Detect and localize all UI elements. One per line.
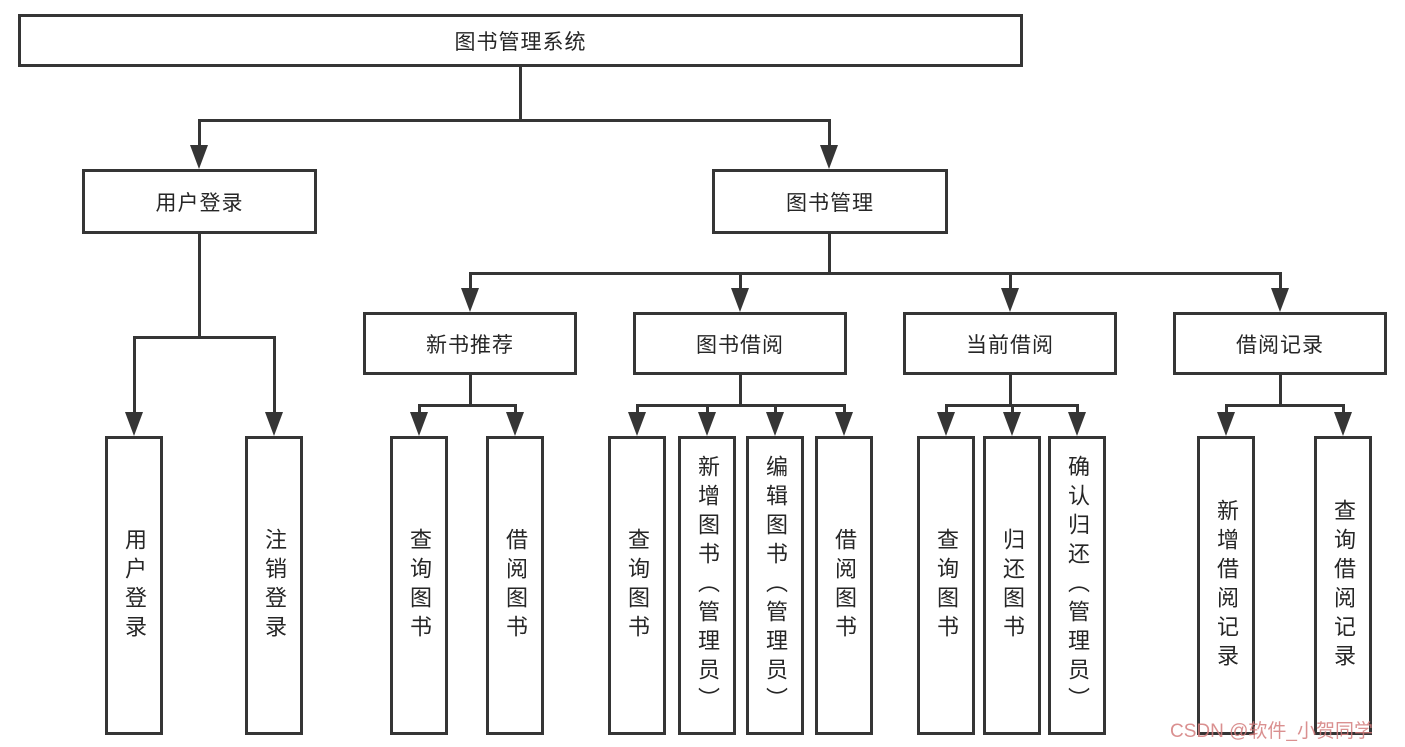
arrow-down-icon [125,412,143,436]
node-borrow-record: 借阅记录 [1173,312,1387,375]
arrow-down-icon [1334,412,1352,436]
arrow-down-icon [937,412,955,436]
arrow-down-icon [835,412,853,436]
connector-section-bar [636,404,846,407]
node-book-mgmt: 图书管理 [712,169,948,234]
leaf-logout: 注销登录 [245,436,303,735]
leaf-add-borrow-record: 新增借阅记录 [1197,436,1255,735]
arrow-down-icon [506,412,524,436]
leaf-label: 查询图书 [934,527,959,644]
connector-shaft [418,404,421,414]
node-book-borrow: 图书借阅 [633,312,847,375]
arrow-down-icon [265,412,283,436]
arrow-down-icon [461,288,479,312]
arrow-down-icon [1217,412,1235,436]
connector-shaft [1279,272,1282,290]
arrow-down-icon [410,412,428,436]
arrow-down-icon [1001,288,1019,312]
node-book-mgmt-label: 图书管理 [786,191,874,215]
connector-shaft [133,336,136,414]
arrow-down-icon [190,145,208,169]
leaf-query-borrow-record: 查询借阅记录 [1314,436,1372,735]
node-new-book-recommend: 新书推荐 [363,312,577,375]
node-current-borrow-label: 当前借阅 [966,333,1054,357]
connector-book-mgmt-bar [469,272,1282,275]
connector-book-mgmt-stem [828,234,831,272]
leaf-label: 新增借阅记录 [1214,498,1239,673]
leaf-query-book: 查询图书 [608,436,666,735]
connector-shaft [1076,404,1079,414]
leaf-label: 归还图书 [1000,527,1025,644]
leaf-label: 借阅图书 [832,527,857,644]
arrow-down-icon [766,412,784,436]
arrow-down-icon [731,288,749,312]
leaf-query-book: 查询图书 [390,436,448,735]
leaf-add-book-admin: 新增图书（管理员） [678,436,736,735]
node-borrow-record-label: 借阅记录 [1236,333,1324,357]
connector-shaft [1225,404,1228,414]
arrow-down-icon [1271,288,1289,312]
connector-shaft [1011,404,1014,414]
leaf-label: 查询图书 [407,527,432,644]
leaf-label: 注销登录 [262,527,287,644]
csdn-watermark: CSDN @软件_小贺同学 [1170,721,1373,742]
connector-shaft [1342,404,1345,414]
connector-section-bar [418,404,517,407]
node-user-login-label: 用户登录 [155,191,244,215]
leaf-label: 新增图书（管理员） [695,455,720,716]
connector-shaft [514,404,517,414]
leaf-label: 借阅图书 [503,527,528,644]
connector-shaft [469,272,472,290]
node-user-login: 用户登录 [82,169,317,234]
connector-user-login-bar [133,336,276,339]
connector-shaft [739,272,742,290]
leaf-confirm-return-admin: 确认归还（管理员） [1048,436,1106,735]
connector-user-login-stem [198,234,201,336]
leaf-label: 用户登录 [122,527,147,644]
node-new-book-recommend-label: 新书推荐 [426,333,514,357]
leaf-label: 编辑图书（管理员） [763,455,788,716]
connector-shaft [843,404,846,414]
leaf-label: 查询借阅记录 [1331,498,1356,673]
leaf-borrow-book: 借阅图书 [815,436,873,735]
node-book-borrow-label: 图书借阅 [696,333,784,357]
node-root-label: 图书管理系统 [454,30,587,54]
connector-section-stem [739,375,742,406]
arrow-down-icon [1068,412,1086,436]
leaf-query-book: 查询图书 [917,436,975,735]
node-root: 图书管理系统 [18,14,1023,67]
leaf-label: 查询图书 [625,527,650,644]
connector-shaft [774,404,777,414]
connector-shaft [1009,272,1012,290]
connector-shaft [273,336,276,414]
node-current-borrow: 当前借阅 [903,312,1117,375]
connector-shaft [828,119,831,146]
arrow-down-icon [820,145,838,169]
arrow-down-icon [698,412,716,436]
arrow-down-icon [1003,412,1021,436]
connector-section-stem [1009,375,1012,406]
connector-shaft [636,404,639,414]
connector-root-stem [519,67,522,119]
connector-section-stem [1279,375,1282,406]
connector-shaft [945,404,948,414]
connector-section-bar [1225,404,1345,407]
leaf-label: 确认归还（管理员） [1065,455,1090,716]
connector-level1-bar [198,119,831,122]
connector-section-stem [469,375,472,406]
arrow-down-icon [628,412,646,436]
connector-shaft [198,119,201,146]
connector-shaft [706,404,709,414]
leaf-edit-book-admin: 编辑图书（管理员） [746,436,804,735]
leaf-return-book: 归还图书 [983,436,1041,735]
leaf-borrow-book: 借阅图书 [486,436,544,735]
leaf-user-login: 用户登录 [105,436,163,735]
